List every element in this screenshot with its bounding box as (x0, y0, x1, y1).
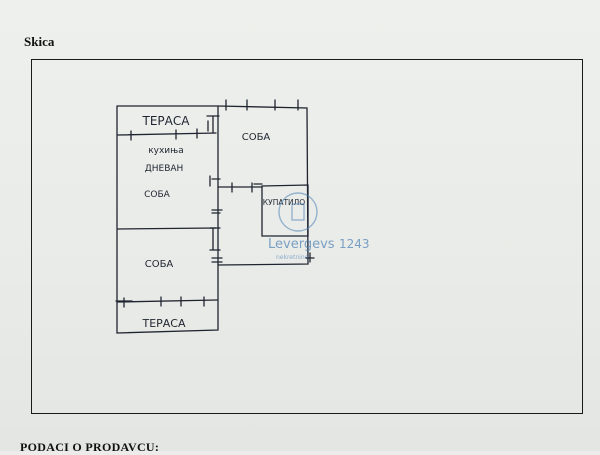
watermark-ring-icon (278, 192, 318, 232)
label-room-left: СОБА (144, 190, 171, 200)
watermark-code: 1243 (339, 237, 370, 251)
wall-terrace-bottom (117, 299, 218, 303)
sketch-heading: Skica (24, 34, 55, 49)
watermark-brand: Levergevs (268, 237, 335, 252)
label-room-right: СОБА (242, 132, 271, 143)
wall-terrace-top (117, 132, 217, 136)
sketch-frame (31, 59, 583, 414)
label-room-bottom: СОБА (145, 259, 174, 270)
label-kitchen: кухиња (148, 146, 184, 156)
label-bathroom: КУПАТИЛО (263, 198, 305, 207)
wall-bathroom (261, 184, 309, 237)
watermark: Levergevs 1243 nekretnine (268, 192, 370, 261)
label-dining: ДНЕВАН (145, 164, 184, 174)
wall-middle (117, 227, 217, 230)
watermark-sub: nekretnine (276, 254, 309, 261)
wall-outline (116, 105, 309, 334)
watermark-door-icon (291, 203, 305, 221)
label-terrace-top: ТЕРАСА (142, 114, 191, 128)
seller-section-heading: PODACI O PRODAVCU: (20, 440, 160, 454)
label-terrace-bottom: ТЕРАСА (141, 317, 186, 330)
